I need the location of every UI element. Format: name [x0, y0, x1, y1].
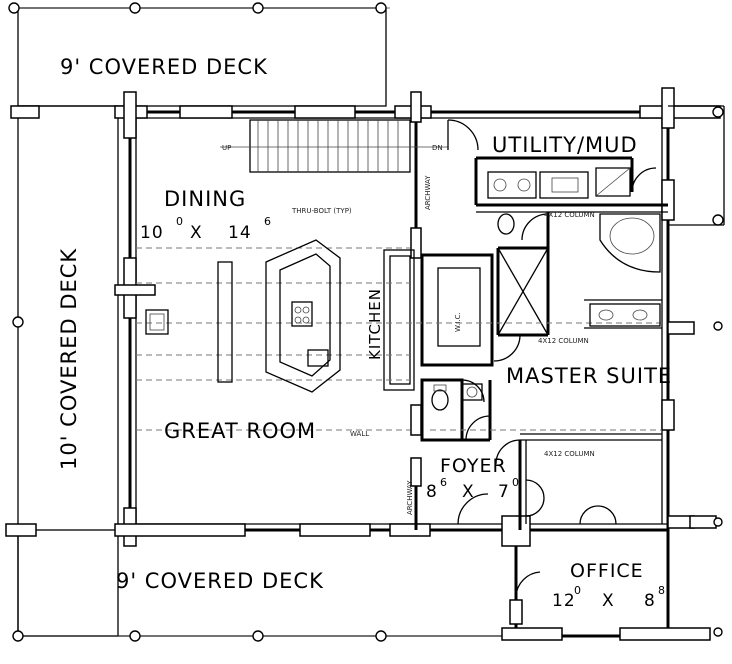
kitchen-label: KITCHEN — [366, 288, 384, 360]
utility-label: UTILITY/MUD — [492, 133, 638, 157]
room-labels: 9' COVERED DECK 10' COVERED DECK 9' COVE… — [57, 55, 672, 611]
plan-notes: UP DN THRU-BOLT (TYP) ARCHWAY ARCHWAY 4X… — [222, 144, 595, 515]
foyer-dim-b: 7 — [498, 482, 510, 502]
exterior-walls — [5, 87, 721, 641]
great-room-label: GREAT ROOM — [164, 419, 316, 443]
foyer-dim-b-sup: 0 — [512, 476, 519, 489]
master-suite-label: MASTER SUITE — [506, 364, 672, 388]
deck-left-label: 10' COVERED DECK — [57, 248, 81, 470]
dining-dim-a-sup: 0 — [176, 215, 183, 228]
doors — [447, 119, 657, 597]
column-note-lower: 4X12 COLUMN — [544, 450, 595, 458]
archway-note-upper: ARCHWAY — [424, 175, 432, 210]
thru-bolt-note: THRU-BOLT (TYP) — [291, 207, 352, 215]
office-dim-a-sup: 0 — [574, 584, 581, 597]
wood-stove — [145, 309, 169, 335]
foyer-label: FOYER — [440, 455, 507, 477]
stair-up-note: UP — [222, 144, 231, 152]
dining-dim-b: 14 — [228, 223, 252, 243]
wic-note: W.I.C. — [454, 312, 462, 332]
office-label: OFFICE — [570, 560, 644, 582]
office-dim-a: 12 — [552, 591, 576, 611]
foyer-dim-a: 8 — [426, 482, 438, 502]
column-note-upper: 4X12 COLUMN — [544, 211, 595, 219]
dining-label: DINING — [164, 187, 246, 211]
foyer-dim-a-sup: 6 — [440, 476, 447, 489]
kitchen-island — [265, 239, 341, 393]
deck-bottom-label: 9' COVERED DECK — [116, 569, 324, 593]
right-deck-rail — [668, 105, 725, 637]
wall-note: WALL — [350, 430, 369, 438]
dining-dim-a: 10 — [140, 223, 164, 243]
beams — [136, 247, 662, 431]
deck-outline — [14, 7, 517, 637]
office-dim-b-sup: 8 — [658, 584, 665, 597]
archway-note-lower: ARCHWAY — [406, 480, 414, 515]
foyer-dim-x: X — [462, 482, 475, 502]
office-dim-x: X — [602, 591, 615, 611]
deck-top-label: 9' COVERED DECK — [60, 55, 268, 79]
stair-dn-note: DN — [432, 144, 443, 152]
stair — [220, 119, 448, 173]
office-dim-b: 8 — [644, 591, 656, 611]
dining-dim-x: X — [190, 223, 203, 243]
interior-walls — [383, 91, 668, 530]
utility-fixtures — [431, 167, 661, 411]
dining-dim-b-sup: 6 — [264, 215, 271, 228]
column-note-middle: 4X12 COLUMN — [538, 337, 589, 345]
